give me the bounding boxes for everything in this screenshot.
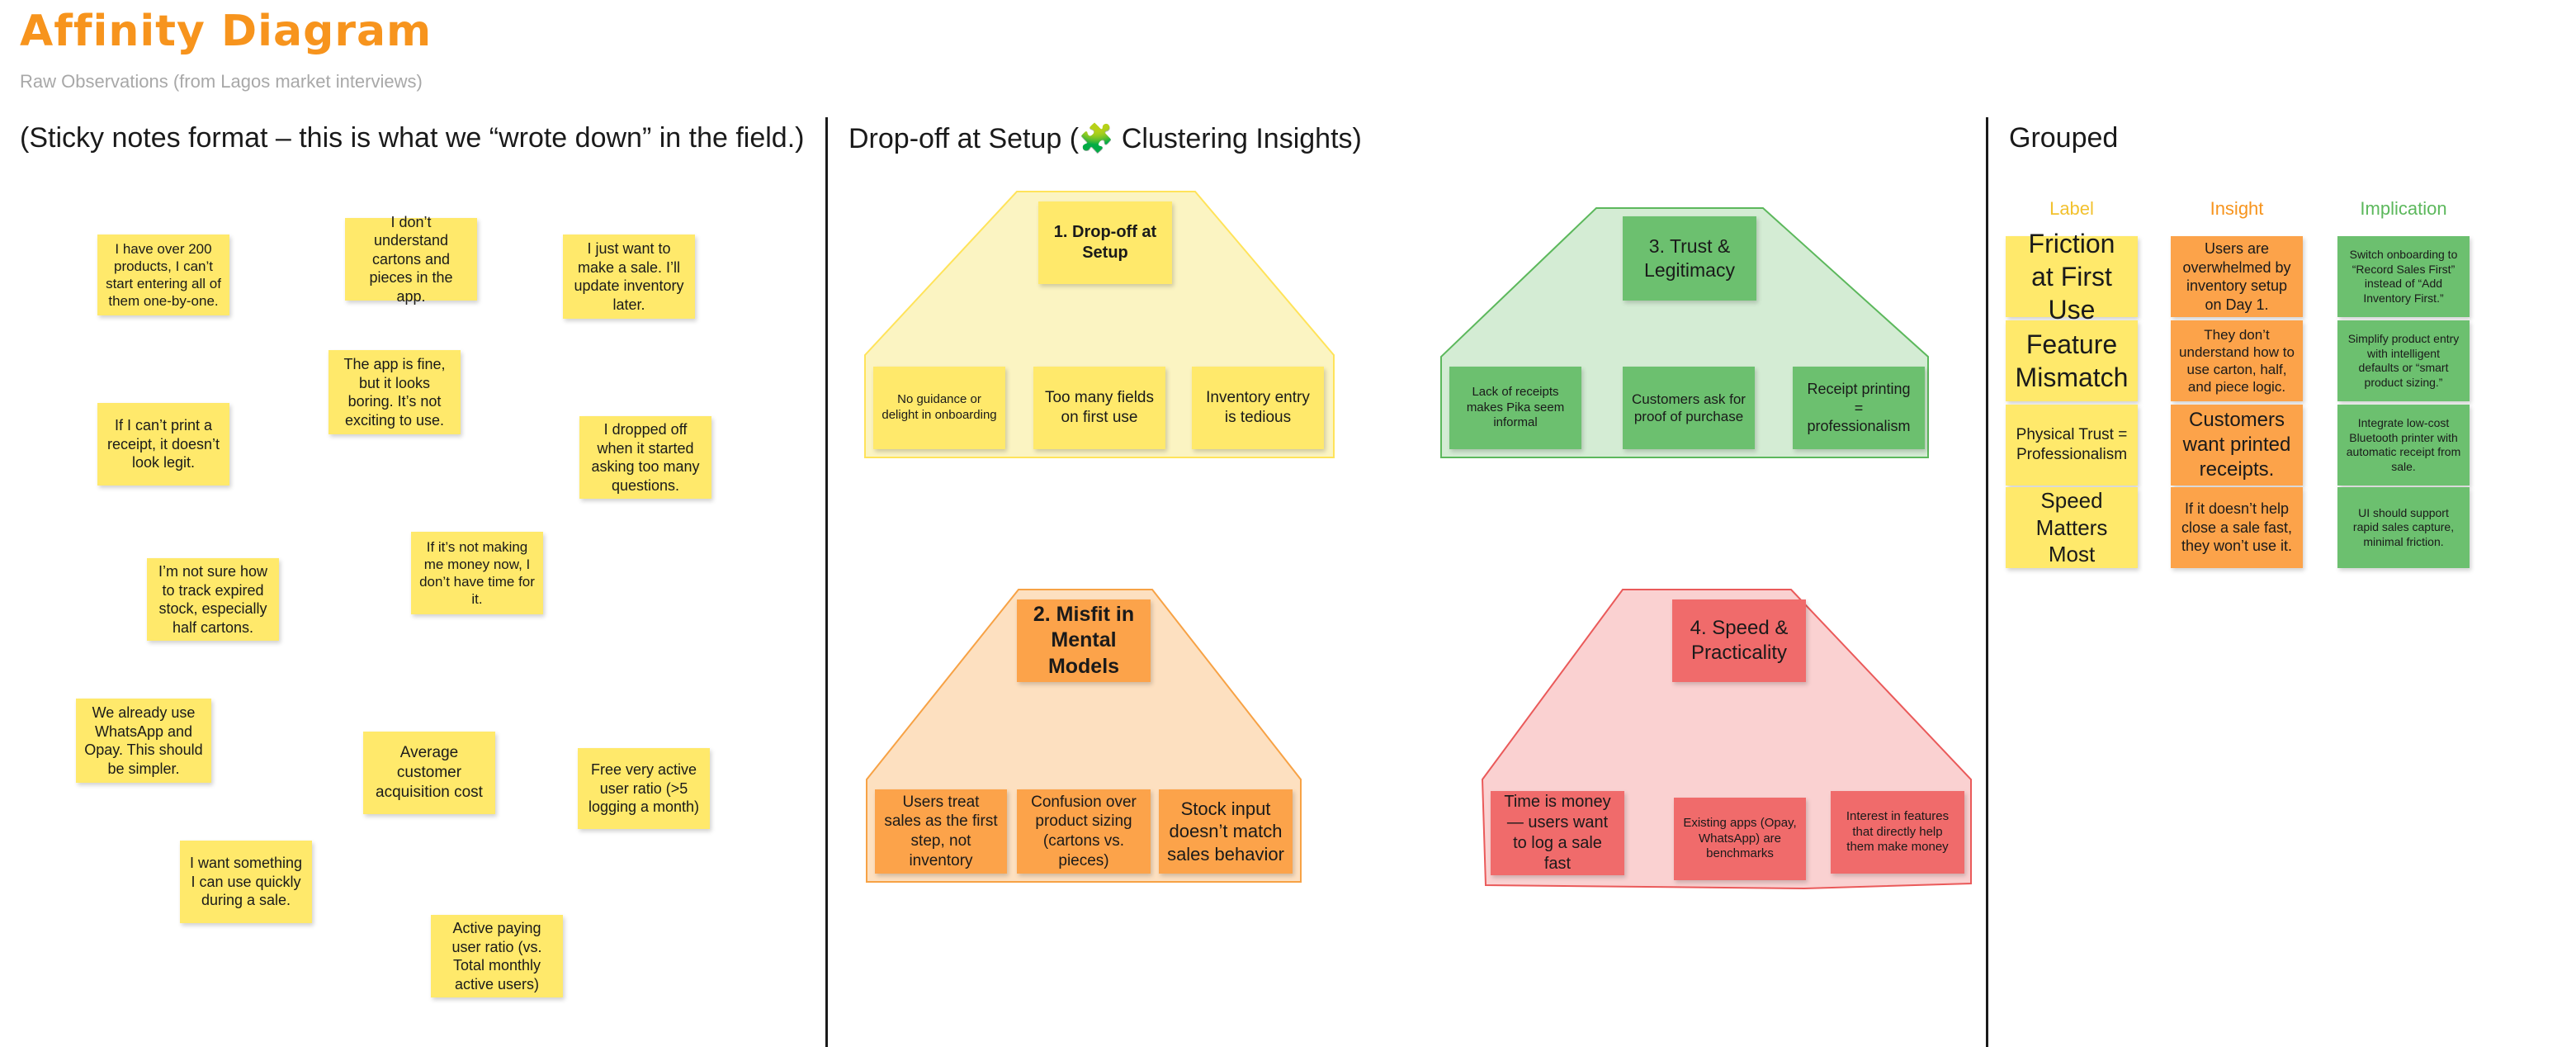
grouped-implication[interactable]: Switch onboarding to “Record Sales First… [2337,236,2470,317]
grouped-insight[interactable]: Users are overwhelmed by inventory setup… [2171,236,2303,317]
grouped-label[interactable]: Friction at First Use [2006,229,2138,325]
raw-note[interactable]: I just want to make a sale. I’ll update … [563,235,695,319]
grouped-implication[interactable]: UI should support rapid sales capture, m… [2337,487,2470,568]
grouped-section-heading: Grouped [2009,122,2119,154]
grouped-label[interactable]: Feature Mismatch [2006,320,2138,401]
grouped-label[interactable]: Physical Trust = Professionalism [2006,405,2138,486]
raw-section-heading: (Sticky notes format – this is what we “… [20,122,805,154]
cluster-note[interactable]: Existing apps (Opay, WhatsApp) are bench… [1674,798,1806,880]
cluster-title-mental-models[interactable]: 2. Misfit in Mental Models [1017,599,1151,682]
grouped-insight[interactable]: If it doesn’t help close a sale fast, th… [2171,487,2303,568]
diagram-subtitle: Raw Observations (from Lagos market inte… [20,71,423,92]
cluster-title-drop-off[interactable]: 1. Drop-off at Setup [1038,201,1172,284]
section-divider-left [825,117,828,1047]
raw-note[interactable]: I want something I can use quickly durin… [180,841,312,923]
cluster-note[interactable]: Time is money — users want to log a sale… [1491,791,1624,875]
grouped-col-label: Label [2049,198,2094,219]
cluster-note[interactable]: Receipt printing = professionalism [1793,367,1925,449]
cluster-title-speed[interactable]: 4. Speed & Practicality [1672,599,1806,682]
grouped-insight[interactable]: Customers want printed receipts. [2171,405,2303,486]
grouped-implication[interactable]: Simplify product entry with intelligent … [2337,320,2470,401]
cluster-title-trust[interactable]: 3. Trust & Legitimacy [1623,216,1756,301]
raw-note[interactable]: I’m not sure how to track expired stock,… [147,558,279,641]
raw-note[interactable]: If I can’t print a receipt, it doesn’t l… [97,403,229,486]
raw-note[interactable]: I don’t understand cartons and pieces in… [345,214,477,305]
raw-note[interactable]: Free very active user ratio (>5 logging … [578,748,710,829]
cluster-note[interactable]: Stock input doesn’t match sales behavior [1159,789,1293,874]
cluster-note[interactable]: Inventory entry is tedious [1192,367,1324,449]
cluster-note[interactable]: Confusion over product sizing (cartons v… [1017,789,1151,874]
raw-note[interactable]: I have over 200 products, I can’t start … [97,235,229,315]
cluster-note[interactable]: Too many fields on first use [1033,367,1165,449]
grouped-insight[interactable]: They don’t understand how to use carton,… [2171,320,2303,401]
grouped-col-insight: Insight [2210,198,2264,219]
section-divider-right [1986,117,1988,1047]
cluster-note[interactable]: Users treat sales as the first step, not… [875,789,1007,874]
raw-note[interactable]: I dropped off when it started asking too… [579,416,711,499]
raw-note[interactable]: We already use WhatsApp and Opay. This s… [76,699,211,783]
grouped-col-implication: Implication [2360,198,2447,219]
raw-note[interactable]: Active paying user ratio (vs. Total mont… [431,915,563,997]
raw-note[interactable]: If it’s not making me money now, I don’t… [411,532,543,614]
grouped-implication[interactable]: Integrate low-cost Bluetooth printer wit… [2337,405,2470,486]
raw-note[interactable]: Average customer acquisition cost [363,732,495,814]
clusters-section-heading: Drop-off at Setup (🧩 Clustering Insights… [848,123,1362,154]
grouped-label[interactable]: Speed Matters Most [2006,487,2138,568]
cluster-note[interactable]: Customers ask for proof of purchase [1623,367,1755,449]
raw-note[interactable]: The app is fine, but it looks boring. It… [328,350,461,434]
cluster-note[interactable]: Lack of receipts makes Pika seem informa… [1449,367,1581,449]
diagram-title: Affinity Diagram [20,7,432,56]
cluster-note[interactable]: No guidance or delight in onboarding [873,367,1005,449]
cluster-note[interactable]: Interest in features that directly help … [1831,791,1964,874]
